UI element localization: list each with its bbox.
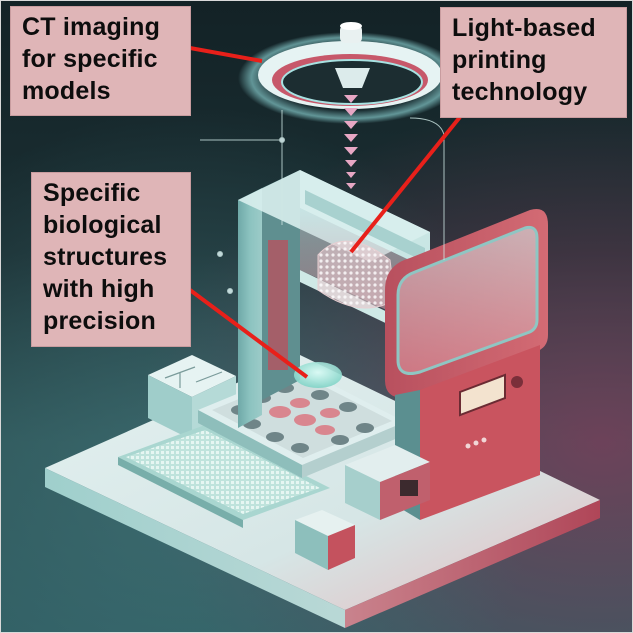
callout-light-based-printing: Light-based printing technology — [440, 7, 627, 118]
control-housing — [385, 209, 548, 520]
light-beam — [344, 95, 358, 189]
callout-line: Specific — [43, 179, 141, 207]
callout-line: with high — [43, 275, 155, 303]
callout-line: models — [22, 77, 111, 105]
grid-tray — [118, 425, 330, 528]
callout-line: technology — [452, 78, 588, 106]
right-side-module — [345, 445, 430, 520]
printed-tissue-dome — [294, 362, 342, 388]
callout-line: biological — [43, 211, 162, 239]
front-cube-module — [295, 510, 355, 570]
callout-line: for specific — [22, 45, 158, 73]
callout-ct-imaging: CT imaging for specific models — [10, 6, 191, 116]
callout-line: structures — [43, 243, 168, 271]
ring-light-projector — [238, 22, 462, 124]
callout-line: Light-based — [452, 14, 596, 42]
callout-line: CT imaging — [22, 13, 161, 41]
callout-line: precision — [43, 307, 156, 335]
callout-line: printing — [452, 46, 547, 74]
callout-biological-structures: Specific biological structures with high… — [31, 172, 191, 347]
